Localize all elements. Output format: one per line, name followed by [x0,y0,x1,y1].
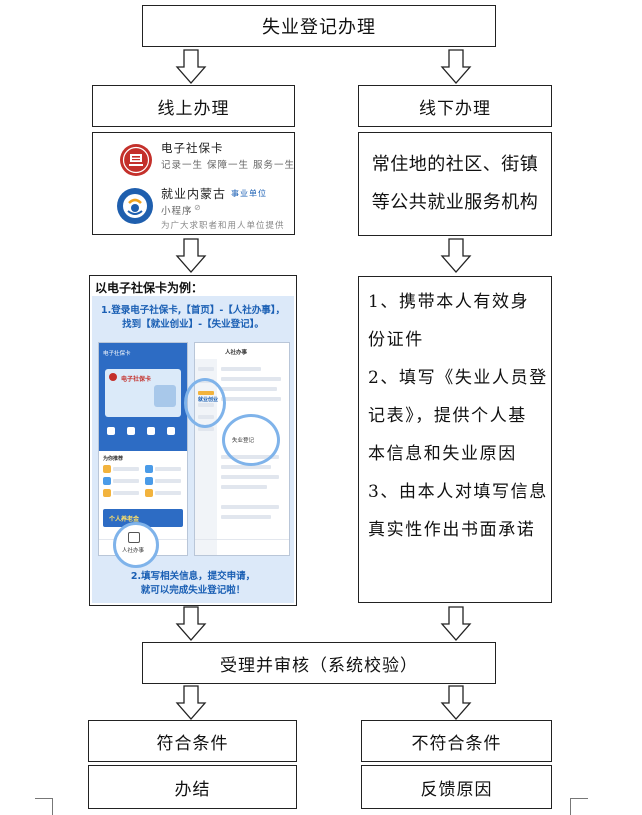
step-line: 3、由本人对填写信息 [368,482,548,502]
completed-label: 办结 [174,779,211,800]
offline-header: 线下办理 [358,85,552,127]
arrow-down-icon [175,238,207,273]
page-corner-mark [570,798,588,799]
online-header-label: 线上办理 [157,98,230,119]
offline-steps-box [358,276,552,603]
completed-box: 办结 [88,765,297,809]
arrow-down-icon [175,49,207,84]
unqualified-label: 不符合条件 [411,733,502,754]
example-caption: 以电子社保卡为例： [95,281,204,295]
offline-location-box: 常住地的社区、街镇 等公共就业服务机构 [358,132,552,236]
page-title: 失业登记办理 [262,17,376,38]
step-line: 份证件 [368,330,424,350]
page-corner-mark [570,798,571,815]
feedback-label: 反馈原因 [420,779,493,800]
step-line: 2、填写《失业人员登 [368,368,548,388]
tip-step-2: 2.填写相关信息，提交申请， [130,571,256,582]
app-badge: 事业单位 [231,189,267,198]
arrow-down-icon [440,685,472,720]
arrow-down-icon [175,606,207,641]
menu-highlight-label: 就业创业 [198,397,219,403]
app-desc: 为广大求职者和用人单位提供 [161,221,285,231]
review-box: 受理并审核（系统校验） [142,642,496,684]
qualified-box: 符合条件 [88,720,297,762]
highlight-circle [113,522,159,568]
tip-step-1: 1.登录电子社保卡,【首页】-【人社办事】， [100,305,286,316]
screen-card-label: 电子社保卡 [121,376,152,383]
unqualified-box: 不符合条件 [361,720,552,762]
nav-highlight-label: 人社办事 [122,548,145,554]
arrow-down-icon [440,606,472,641]
screen-right-title: 人社办事 [225,350,248,356]
screen-section-title: 为你推荐 [103,456,124,462]
phone-screen-left: 电子社保卡 电子社保卡 为你推荐 个人养老金 [98,342,188,556]
item-highlight-label: 失业登记 [232,438,255,444]
location-line: 常住地的社区、街镇 [371,154,539,175]
online-header: 线上办理 [92,85,295,127]
verified-icon: ⊘ [194,203,202,212]
tip-step-1-line2: 找到【就业创业】-【失业登记】。 [122,319,264,330]
offline-header-label: 线下办理 [419,98,491,119]
highlight-circle [184,378,226,428]
arrow-down-icon [175,685,207,720]
app-subtitle-social-card: 记录一生 保障一生 服务一生 [161,160,296,171]
step-line: 本信息和失业原因 [368,444,517,464]
online-apps-box: 电子社保卡 记录一生 保障一生 服务一生 就业内蒙古 事业单位 小程序 ⊘ 为广… [92,132,295,235]
screen-app-title: 电子社保卡 [103,351,131,357]
social-security-card-logo [120,144,152,176]
step-line: 1、携带本人有效身 [368,292,530,312]
phone-screenshot: 1.登录电子社保卡,【首页】-【人社办事】， 找到【就业创业】-【失业登记】。 … [92,296,294,603]
review-label: 受理并审核（系统校验） [220,655,418,676]
page-corner-mark [35,798,53,799]
page-corner-mark [52,798,53,815]
arrow-down-icon [440,49,472,84]
tip-step-2-line2: 就可以完成失业登记啦！ [140,585,246,596]
qualified-label: 符合条件 [156,733,229,754]
location-line: 等公共就业服务机构 [371,192,539,213]
arrow-down-icon [440,238,472,273]
screen-banner: 个人养老金 [109,516,140,523]
highlight-circle [222,414,280,466]
app-name-employment: 就业内蒙古 [161,187,227,201]
app-name-social-card: 电子社保卡 [161,141,224,155]
step-line: 真实性作出书面承诺 [368,520,536,540]
title-box: 失业登记办理 [142,5,496,47]
app-type: 小程序 [161,206,193,217]
feedback-box: 反馈原因 [361,765,552,809]
employment-inner-mongolia-logo [117,188,153,224]
step-line: 记表》，提供个人基 [368,406,527,426]
